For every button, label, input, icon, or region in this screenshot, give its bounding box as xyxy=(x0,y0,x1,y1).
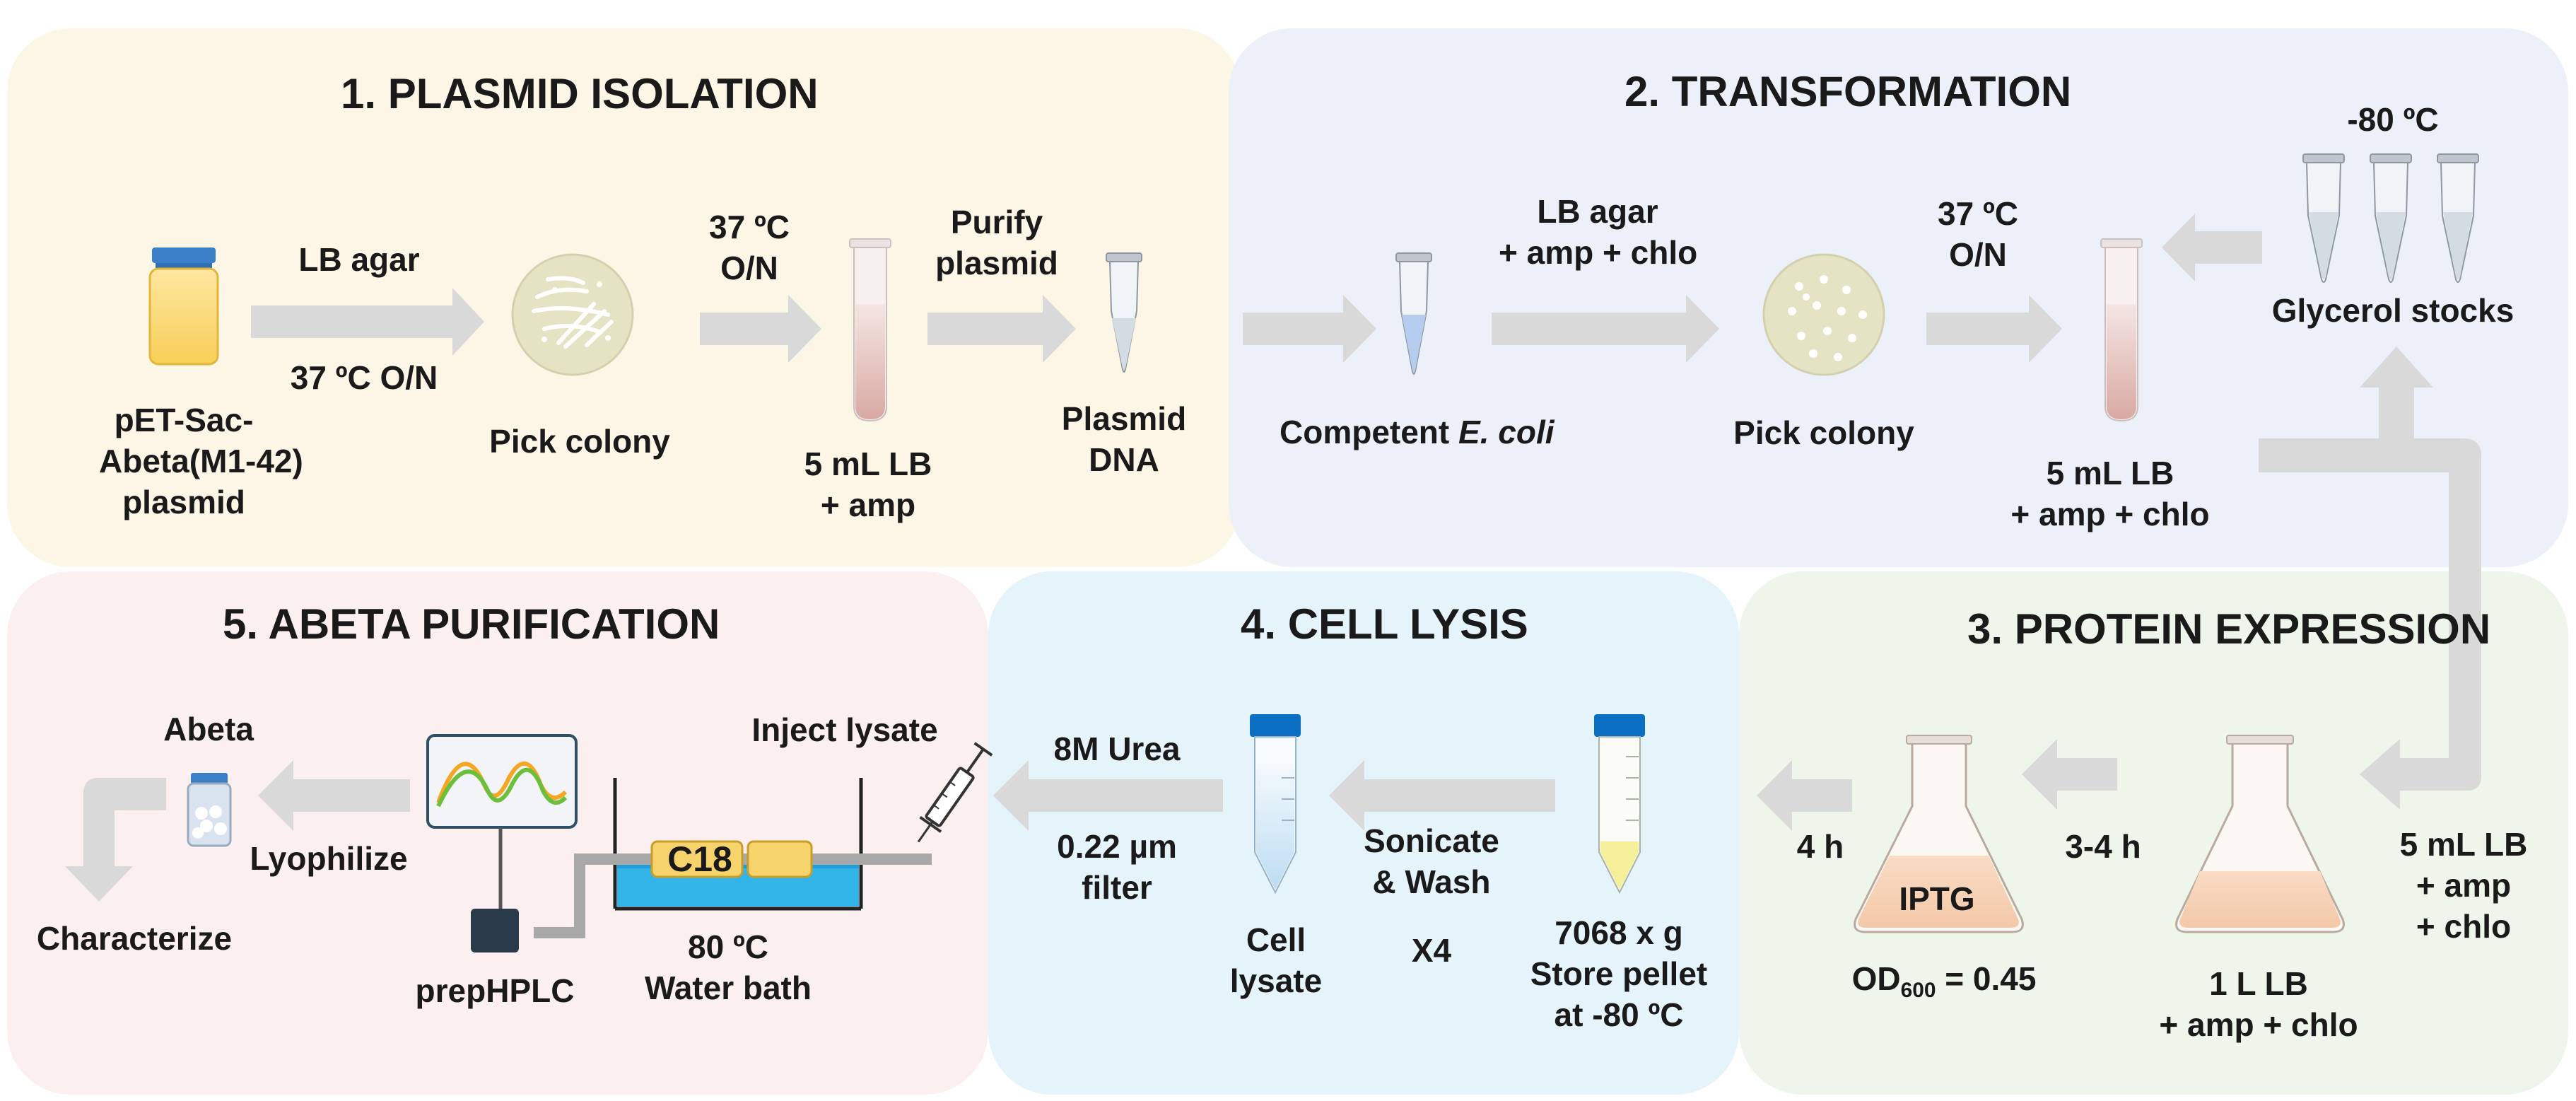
hplc-chromatogram-art xyxy=(426,734,578,953)
abeta-vial-art xyxy=(187,773,232,847)
label-sonicate-wash: Sonicate& Wash xyxy=(1364,822,1499,900)
section-title-abeta-purification: 5. ABETA PURIFICATION xyxy=(223,600,720,648)
label-iptg: IPTG xyxy=(1899,880,1975,917)
label-3-4h: 3-4 h xyxy=(2065,828,2141,865)
arrow-competent-to-plate xyxy=(1492,295,1719,363)
label-tube-lb-amp: 5 mL LB+ amp xyxy=(804,445,932,523)
arrow-flask1-to-lysis xyxy=(1757,760,1852,831)
label-prephplc: prepHPLC xyxy=(415,972,575,1009)
label-8m-urea: 8M Urea xyxy=(1053,730,1181,767)
arrow-abeta-to-characterize xyxy=(65,778,166,902)
label-lyophilize: Lyophilize xyxy=(250,840,408,877)
arrow-tube-to-eppendorf xyxy=(927,295,1076,363)
panel-transformation xyxy=(1229,28,2568,567)
arrow-elbow-glycerol xyxy=(2259,346,2481,810)
arrow-lysate-to-hplc xyxy=(993,760,1223,831)
process-arrows xyxy=(65,214,2481,902)
glycerol-stock-tubes-art xyxy=(2302,153,2479,283)
label-lb-agar: LB agar xyxy=(298,241,420,278)
syringe-art xyxy=(917,742,993,843)
label-characterize: Characterize xyxy=(36,920,233,957)
arrow-into-transformation xyxy=(1243,295,1376,363)
eppendorf-1-art xyxy=(1106,252,1142,373)
label-pick-colony-2: Pick colony xyxy=(1733,414,1914,451)
label-5ml-lb-amp-chlo: 5 mL LB+ amp+ chlo xyxy=(2399,826,2528,945)
label-x4: X4 xyxy=(1411,932,1452,969)
label-37c-on: 37 ºC O/N xyxy=(290,359,438,396)
section-title-protein-expression: 3. PROTEIN EXPRESSION xyxy=(1967,605,2491,653)
section-title-cell-lysis: 4. CELL LYSIS xyxy=(1241,600,1528,648)
section-title-transformation: 2. TRANSFORMATION xyxy=(1624,68,2072,115)
pellet-falcon-tube-art xyxy=(1594,714,1645,895)
lysate-falcon-tube-art xyxy=(1250,714,1301,895)
arrow-hplc-to-abeta xyxy=(258,760,410,831)
c18-column-art xyxy=(650,840,813,878)
label-4h: 4 h xyxy=(1796,828,1844,865)
arrow-pellet-to-lysate xyxy=(1329,760,1555,831)
culture-tube-2-art xyxy=(2100,238,2143,422)
label-abeta: Abeta xyxy=(163,711,254,747)
label-1l-lb: 1 L LB+ amp + chlo xyxy=(2159,965,2358,1043)
label-tube-lb-amp-chlo: 5 mL LB+ amp + chlo xyxy=(2010,455,2210,532)
petri-plate-1-art xyxy=(511,253,634,376)
panel-abeta-purification xyxy=(7,571,988,1095)
arrow-glycerol-left xyxy=(2162,214,2262,281)
plasmid-vial-art xyxy=(148,247,219,366)
section-title-plasmid-isolation: 1. PLASMID ISOLATION xyxy=(341,70,819,117)
label-lb-agar-amp-chlo: LB agar+ amp + chlo xyxy=(1499,193,1698,271)
arrow-flask2-to-flask1 xyxy=(2022,739,2117,810)
petri-plate-2-art xyxy=(1762,253,1885,376)
arrow-vial-to-plate xyxy=(251,288,484,356)
label-competent-ecoli: Competent E. coli xyxy=(1280,414,1555,450)
label-inject-lysate: Inject lysate xyxy=(751,711,938,748)
arrow-plate-to-tube xyxy=(700,295,821,363)
label-plasmid-vial: pET-Sac-Abeta(M1-42)plasmid xyxy=(99,402,303,520)
label-glycerol-stocks: Glycerol stocks xyxy=(2271,292,2514,329)
flask-iptg-art xyxy=(1854,735,2024,933)
flask-1l-art xyxy=(2175,735,2345,933)
label-c18-column: C18 xyxy=(667,839,732,879)
panel-protein-expression xyxy=(1739,571,2568,1095)
culture-tube-1-art xyxy=(849,238,891,422)
label-pick-colony-1: Pick colony xyxy=(489,423,670,460)
competent-ecoli-tube-art xyxy=(1395,252,1432,375)
label-minus-80c: -80 ºC xyxy=(2347,101,2439,138)
label-od600: OD600 = 0.45 xyxy=(1851,960,2037,1003)
arrow-plate-to-tube-2 xyxy=(1926,295,2062,363)
